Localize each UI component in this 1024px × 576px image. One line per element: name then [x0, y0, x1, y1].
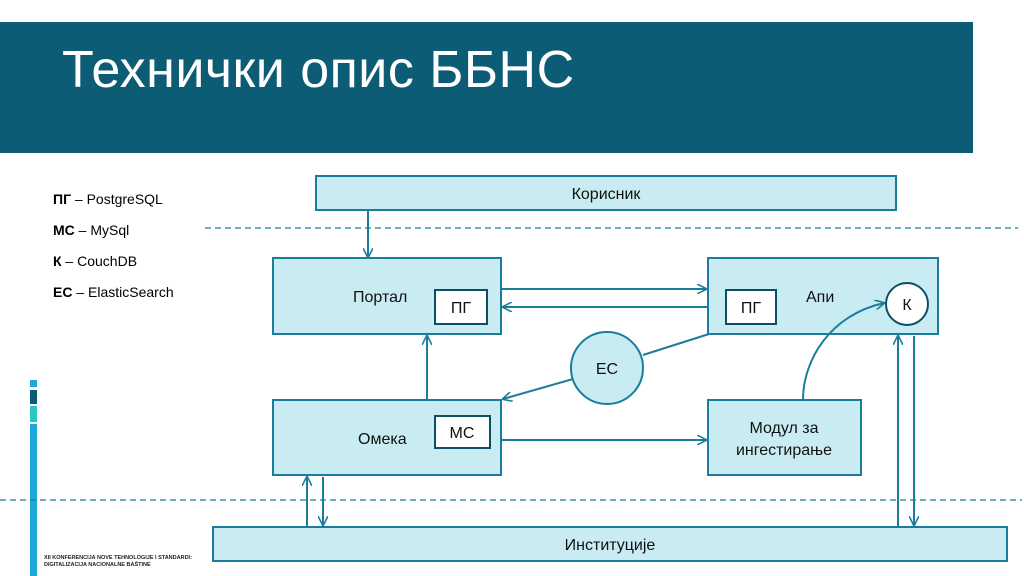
accent-strip-2 [30, 390, 37, 404]
legend-sep: – [61, 253, 78, 269]
omeka-label: Омека [358, 431, 407, 448]
api-couchdb-label: К [902, 297, 912, 314]
korisnik-label: Корисник [572, 186, 642, 203]
institucije-label: Институције [565, 537, 656, 554]
korisnik-box [315, 175, 897, 211]
ingest-module-label-line2: ингестирање [736, 442, 832, 459]
legend-text: ElasticSearch [88, 284, 174, 300]
legend-abbr: К [53, 253, 62, 269]
ingest-module-box [707, 399, 862, 476]
line-api-to-es [642, 333, 710, 356]
institucije-box [212, 526, 1008, 562]
portal-pg-box [434, 289, 488, 325]
legend-abbr: ПГ [53, 191, 71, 207]
footer-line-1: XII KONFERENCIJA NOVE TEHNOLOGIJE I STAN… [44, 555, 192, 561]
accent-strip-3 [30, 406, 37, 422]
api-pg-box [725, 289, 777, 325]
legend-sep: – [71, 191, 87, 207]
footer-line-2: DIGITALIZACIJA NACIONALNE BAŠTINE [44, 562, 151, 568]
legend-sep: – [72, 284, 89, 300]
legend-text: CouchDB [77, 253, 138, 269]
omeka-ms-label: МС [450, 425, 475, 442]
omeka-ms-box [434, 415, 491, 449]
arrow-es-to-omeka [503, 378, 574, 399]
legend-abbr: ЕС [53, 284, 73, 300]
legend-item-k: К – CouchDB [53, 252, 174, 283]
elasticsearch-label: ЕС [596, 361, 618, 378]
api-label: Апи [806, 289, 834, 306]
legend-item-ms: МС – MySql [53, 221, 174, 252]
legend-item-pg: ПГ – PostgreSQL [53, 190, 174, 221]
conference-footer: XII KONFERENCIJA NOVE TEHNOLOGIJE I STAN… [44, 555, 214, 569]
legend-text: PostgreSQL [86, 191, 163, 207]
legend-abbr: МС [53, 222, 75, 238]
legend: ПГ – PostgreSQL МС – MySql К – CouchDB Е… [53, 190, 174, 314]
accent-strip-1 [30, 380, 37, 387]
ingest-module-label-line1: Модул за [749, 420, 818, 437]
api-pg-label: ПГ [741, 300, 762, 317]
legend-sep: – [74, 222, 91, 238]
portal-pg-label: ПГ [451, 300, 472, 317]
title-bar [0, 22, 973, 153]
portal-label: Портал [353, 289, 407, 306]
legend-item-es: ЕС – ElasticSearch [53, 283, 174, 314]
arrow-ingest-to-couchdb [802, 303, 884, 401]
legend-text: MySql [90, 222, 130, 238]
slide-title: Технички опис ББНС [62, 41, 575, 99]
elasticsearch-circle [570, 331, 644, 405]
